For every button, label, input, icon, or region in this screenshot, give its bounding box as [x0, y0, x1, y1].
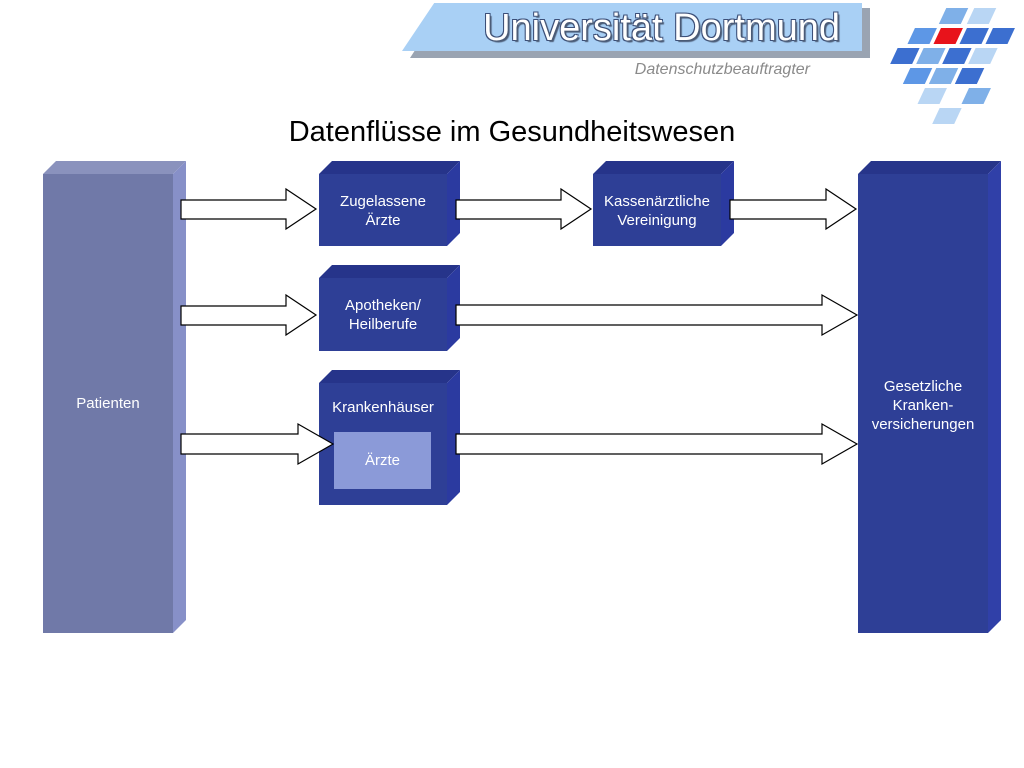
doctors-box-top	[319, 161, 460, 174]
hospital-doctors-box	[334, 432, 431, 489]
arrow-patients-to-doctors	[180, 187, 318, 231]
logo-tile	[902, 68, 933, 84]
logo-tile	[942, 48, 972, 64]
patients-label: Patienten	[76, 395, 140, 412]
hospital-box-top	[319, 370, 460, 383]
logo-tile	[928, 68, 959, 84]
pharmacy-box	[319, 278, 447, 351]
doctors-box-side	[447, 161, 460, 246]
kv-box-side	[721, 161, 734, 246]
header-title: Universität Dortmund	[483, 7, 840, 49]
slide-title: Datenflüsse im Gesundheitswesen	[288, 116, 736, 148]
insurance-block-side	[988, 161, 1001, 633]
logo-tile	[961, 88, 991, 104]
header-subtitle: Datenschutzbeauftragter	[634, 61, 810, 78]
kv-box-top	[593, 161, 734, 174]
logo-tile	[933, 28, 963, 44]
insurance-block	[858, 174, 988, 633]
logo-tile	[985, 28, 1015, 44]
logo-tile	[916, 48, 946, 64]
pharmacy-box-top	[319, 265, 460, 278]
logo-tile	[959, 28, 989, 44]
arrow-hospital-to-insurance	[455, 422, 859, 466]
patient-block-side	[173, 161, 186, 633]
logo-tile	[938, 8, 969, 24]
university-logo-icon	[890, 8, 1015, 124]
arrow-doctors-to-kv	[455, 187, 593, 231]
doctors-label: Zugelassene Ärzte	[340, 193, 426, 229]
insurance-label: Gesetzliche Kranken- versicherungen	[871, 378, 975, 433]
patient-block-top	[43, 161, 186, 174]
arrow-kv-to-insurance	[729, 187, 858, 231]
header-band	[402, 3, 862, 51]
hospital-doctors-label: Ärzte	[364, 452, 400, 469]
logo-tile	[954, 68, 985, 84]
logo-tile	[932, 108, 962, 124]
kv-box	[593, 174, 721, 246]
logo-tile	[917, 88, 947, 104]
logo-tile	[890, 48, 920, 64]
pharmacy-label: Apotheken/ Heilberufe	[345, 297, 421, 333]
kv-label: Kassenärztliche Vereinigung	[604, 193, 710, 229]
arrow-patients-to-hospital	[180, 422, 335, 466]
logo-tile	[966, 8, 997, 24]
pharmacy-box-side	[447, 265, 460, 351]
insurance-block-top	[858, 161, 1001, 174]
patient-block	[43, 174, 173, 633]
doctors-box	[319, 174, 447, 246]
hospital-box-side	[447, 370, 460, 505]
arrow-pharmacy-to-insurance	[455, 293, 859, 337]
hospital-label: Krankenhäuser	[332, 399, 434, 416]
arrow-patients-to-pharmacy	[180, 293, 318, 337]
logo-tile	[968, 48, 998, 64]
logo-tile	[907, 28, 937, 44]
